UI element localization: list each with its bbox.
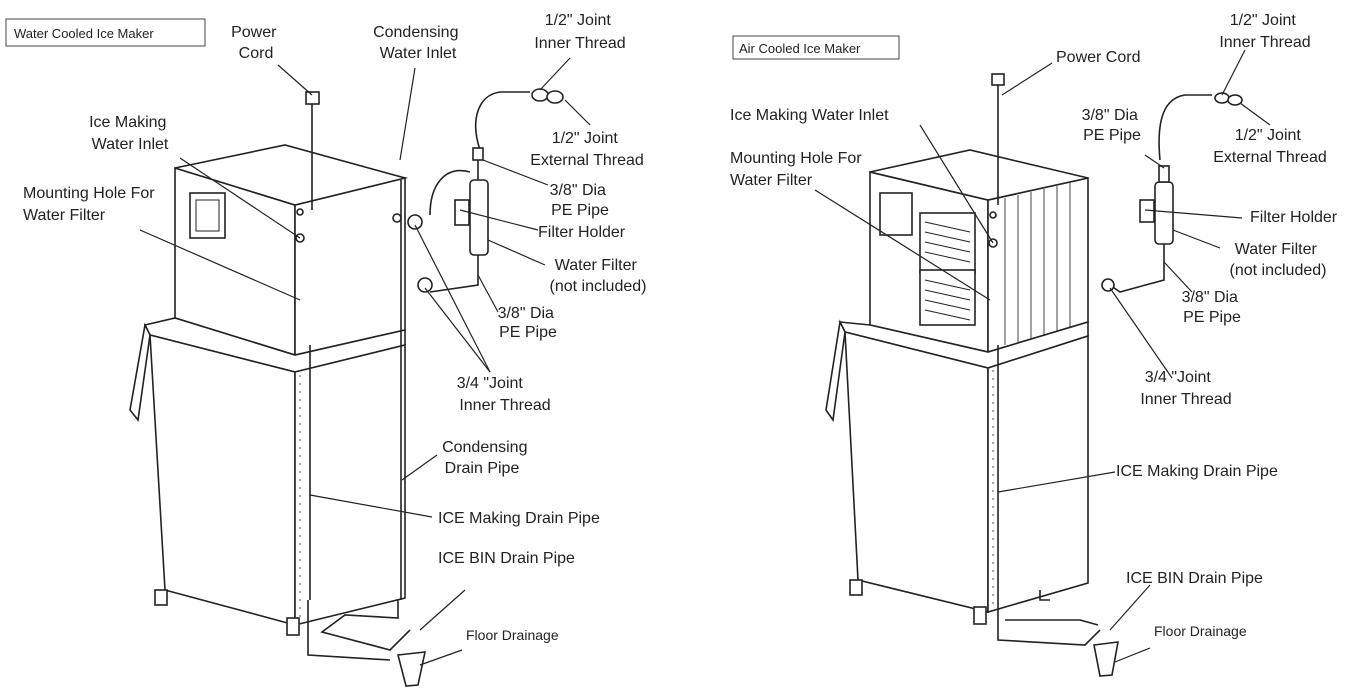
left-label-mounting-hole: Mounting Hole For Water Filter [23,185,159,224]
right-side-fins [1004,183,1071,345]
right-label-joint-34: 3/4 "Joint Inner Thread [1140,369,1231,408]
right-label-ice-making-inlet: Ice Making Water Inlet [730,107,889,124]
left-label-pe-pipe-lower: 3/8" Dia PE Pipe [498,305,559,341]
right-water-filter [1154,181,1174,245]
left-label-ice-making-drain: ICE Making Drain Pipe [438,510,600,527]
left-label-power-cord: Power Cord [231,24,281,62]
left-leader-lines [139,57,591,666]
left-label-condensing-drain: Condensing Drain Pipe [442,439,532,477]
left-label-water-filter: Water Filter (not included) [550,257,647,295]
left-label-filter-holder: Filter Holder [538,224,626,241]
right-label-pe-pipe-lower: 3/8" Dia PE Pipe [1182,289,1243,326]
left-ice-maker-head [174,144,409,357]
water-cooled-diagram: Water Cooled Ice Maker [5,12,647,687]
right-label-ice-bin-drain: ICE BIN Drain Pipe [1126,570,1263,587]
right-power-cord [991,73,1005,205]
left-ice-bin [129,317,406,636]
right-label-ice-making-drain: ICE Making Drain Pipe [1116,463,1278,480]
left-label-joint-inner-top: 1/2" Joint Inner Thread [534,12,625,52]
left-label-floor-drainage: Floor Drainage [466,627,559,643]
left-title: Water Cooled Ice Maker [14,26,154,41]
air-cooled-diagram: Air Cooled Ice Maker [730,12,1338,677]
right-title-box [732,35,900,60]
right-label-pe-pipe-upper: 3/8" Dia PE Pipe [1082,107,1143,144]
right-filter-assembly [1101,92,1243,293]
right-label-mounting-hole: Mounting Hole For Water Filter [730,150,866,189]
right-leader-lines [814,49,1271,663]
right-label-joint-external: 1/2" Joint External Thread [1213,127,1327,166]
left-label-joint-external: 1/2" Joint External Thread [530,130,644,169]
right-label-water-filter: Water Filter (not included) [1230,241,1327,279]
right-label-joint-inner-top: 1/2" Joint Inner Thread [1219,12,1310,51]
right-drain-pipes [997,345,1119,677]
right-ice-bin [825,319,1089,625]
left-filter-assembly [407,88,564,293]
right-label-power-cord: Power Cord [1056,49,1140,66]
left-label-ice-making-inlet: Ice Making Water Inlet [89,114,171,153]
left-water-filter [469,179,489,256]
left-drain-pipes [307,180,427,687]
right-label-floor-drainage: Floor Drainage [1154,623,1247,639]
right-title: Air Cooled Ice Maker [739,41,861,56]
right-control-panel [879,192,913,236]
left-power-cord [305,91,320,210]
left-label-condensing-water-inlet: Condensing Water Inlet [373,24,463,62]
right-air-vent-lower [919,269,976,326]
left-label-joint-34: 3/4 "Joint Inner Thread [457,375,551,414]
right-label-filter-holder: Filter Holder [1250,209,1338,226]
right-ice-maker-head [869,149,1089,354]
left-title-box [5,18,206,47]
left-label-ice-bin-drain: ICE BIN Drain Pipe [438,550,575,567]
left-label-pe-pipe-upper: 3/8" Dia PE Pipe [550,182,611,219]
